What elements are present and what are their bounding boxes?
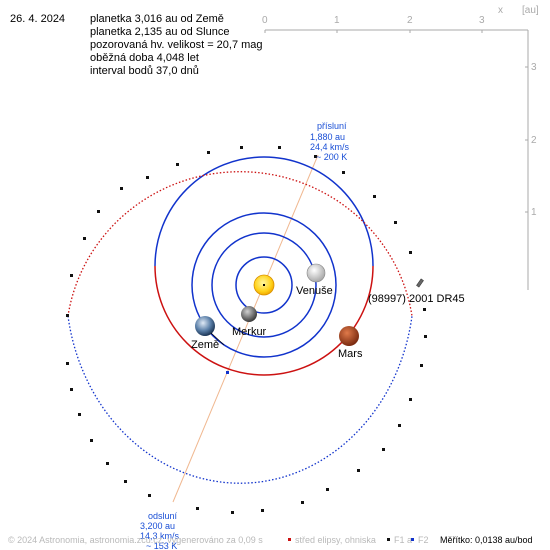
perihelion-speed: 24,4 km/s [310, 142, 350, 152]
info-line-4: oběžná doba 4,048 let [90, 52, 199, 64]
copyright-text: © 2024 Astronomia, astronomia.zcu.cz, vy… [8, 535, 263, 545]
marker [207, 151, 210, 154]
marker [90, 439, 93, 442]
x-tick-label-2: 2 [407, 15, 413, 26]
mars-orbit-blue [154, 156, 374, 267]
asteroid-label: (98997) 2001 DR45 [368, 293, 465, 305]
asteroid-orbit-below [67, 315, 413, 484]
marker [342, 171, 345, 174]
marker [120, 187, 123, 190]
mars-orbit-red [154, 265, 374, 376]
asteroid-markers [66, 146, 427, 514]
marker [394, 221, 397, 224]
perihelion-annotation: přísluní 1,880 au 24,4 km/s ~ 200 K [310, 121, 350, 162]
marker [409, 251, 412, 254]
venus-orbit [211, 232, 317, 338]
perihelion-distance: 1,880 au [310, 132, 345, 142]
date-label: 26. 4. 2024 [10, 13, 65, 25]
marker [278, 146, 281, 149]
marker [261, 509, 264, 512]
asteroid-orbit-above [67, 171, 413, 317]
y-tick-label-1: 1 [531, 207, 537, 218]
marker [314, 155, 317, 158]
aphelion-temp: ~ 153 K [146, 541, 177, 550]
marker [176, 163, 179, 166]
mars-label: Mars [338, 348, 363, 360]
earth-label: Země [191, 339, 219, 351]
earth-icon [195, 316, 215, 336]
marker [373, 195, 376, 198]
venus-label: Venuše [296, 285, 333, 297]
x-tick-label-3: 3 [479, 15, 485, 26]
venus-icon [306, 263, 326, 283]
legend-center-marker [288, 538, 291, 541]
legend-f2-label: F2 [418, 535, 429, 545]
y-tick-label-2: 2 [531, 135, 537, 146]
marker [66, 314, 69, 317]
marker [240, 146, 243, 149]
info-line-3: pozorovaná hv. velikost = 20,7 mag [90, 39, 263, 51]
marker [83, 237, 86, 240]
mercury-label: Merkur [232, 326, 267, 338]
legend-f1-marker [387, 538, 390, 541]
mars-icon [339, 326, 359, 346]
scale-label: Měřítko: 0,0138 au/bod [440, 535, 533, 545]
legend-f1-label: F1 a [394, 535, 412, 545]
info-line-5: interval bodů 37,0 dnů [90, 65, 199, 77]
aphelion-speed: 14,3 km/s [140, 531, 180, 541]
marker [148, 494, 151, 497]
y-tick-label-3: 3 [531, 62, 537, 73]
axis-unit: [au] [522, 5, 539, 16]
perihelion-temp: ~ 200 K [316, 152, 347, 162]
aphelion-distance: 3,200 au [140, 521, 175, 531]
marker [226, 371, 229, 374]
mercury-icon [241, 306, 257, 322]
marker [382, 448, 385, 451]
x-axis-name: x [498, 5, 503, 16]
marker [423, 308, 426, 311]
legend-center-label: střed elipsy, ohniska [295, 535, 376, 545]
marker [78, 413, 81, 416]
earth-asteroid-pointer [210, 332, 225, 346]
marker [409, 398, 412, 401]
sun-center-marker [263, 284, 265, 286]
marker [106, 462, 109, 465]
marker [70, 388, 73, 391]
marker [424, 335, 427, 338]
apsidal-line [172, 154, 319, 503]
marker [420, 364, 423, 367]
marker [124, 480, 127, 483]
mercury-orbit [235, 256, 293, 314]
earth-orbit [191, 212, 337, 358]
legend-f2-marker [411, 538, 414, 541]
marker [398, 424, 401, 427]
perihelion-title: přísluní [317, 121, 347, 131]
marker [326, 488, 329, 491]
x-tick-label-0: 0 [262, 15, 268, 26]
info-line-2: planetka 2,135 au od Slunce [90, 26, 229, 38]
marker [196, 507, 199, 510]
x-tick-label-1: 1 [334, 15, 340, 26]
marker [146, 176, 149, 179]
info-line-1: planetka 3,016 au od Země [90, 13, 224, 25]
aphelion-annotation: odsluní 3,200 au 14,3 km/s ~ 153 K [140, 511, 180, 550]
asteroid-icon [416, 278, 424, 288]
marker [70, 274, 73, 277]
marker [97, 210, 100, 213]
marker [357, 469, 360, 472]
marker [66, 362, 69, 365]
axes: 0 1 2 3 x [au] 3 2 1 [262, 5, 539, 290]
marker [301, 501, 304, 504]
marker [231, 511, 234, 514]
aphelion-title: odsluní [148, 511, 178, 521]
